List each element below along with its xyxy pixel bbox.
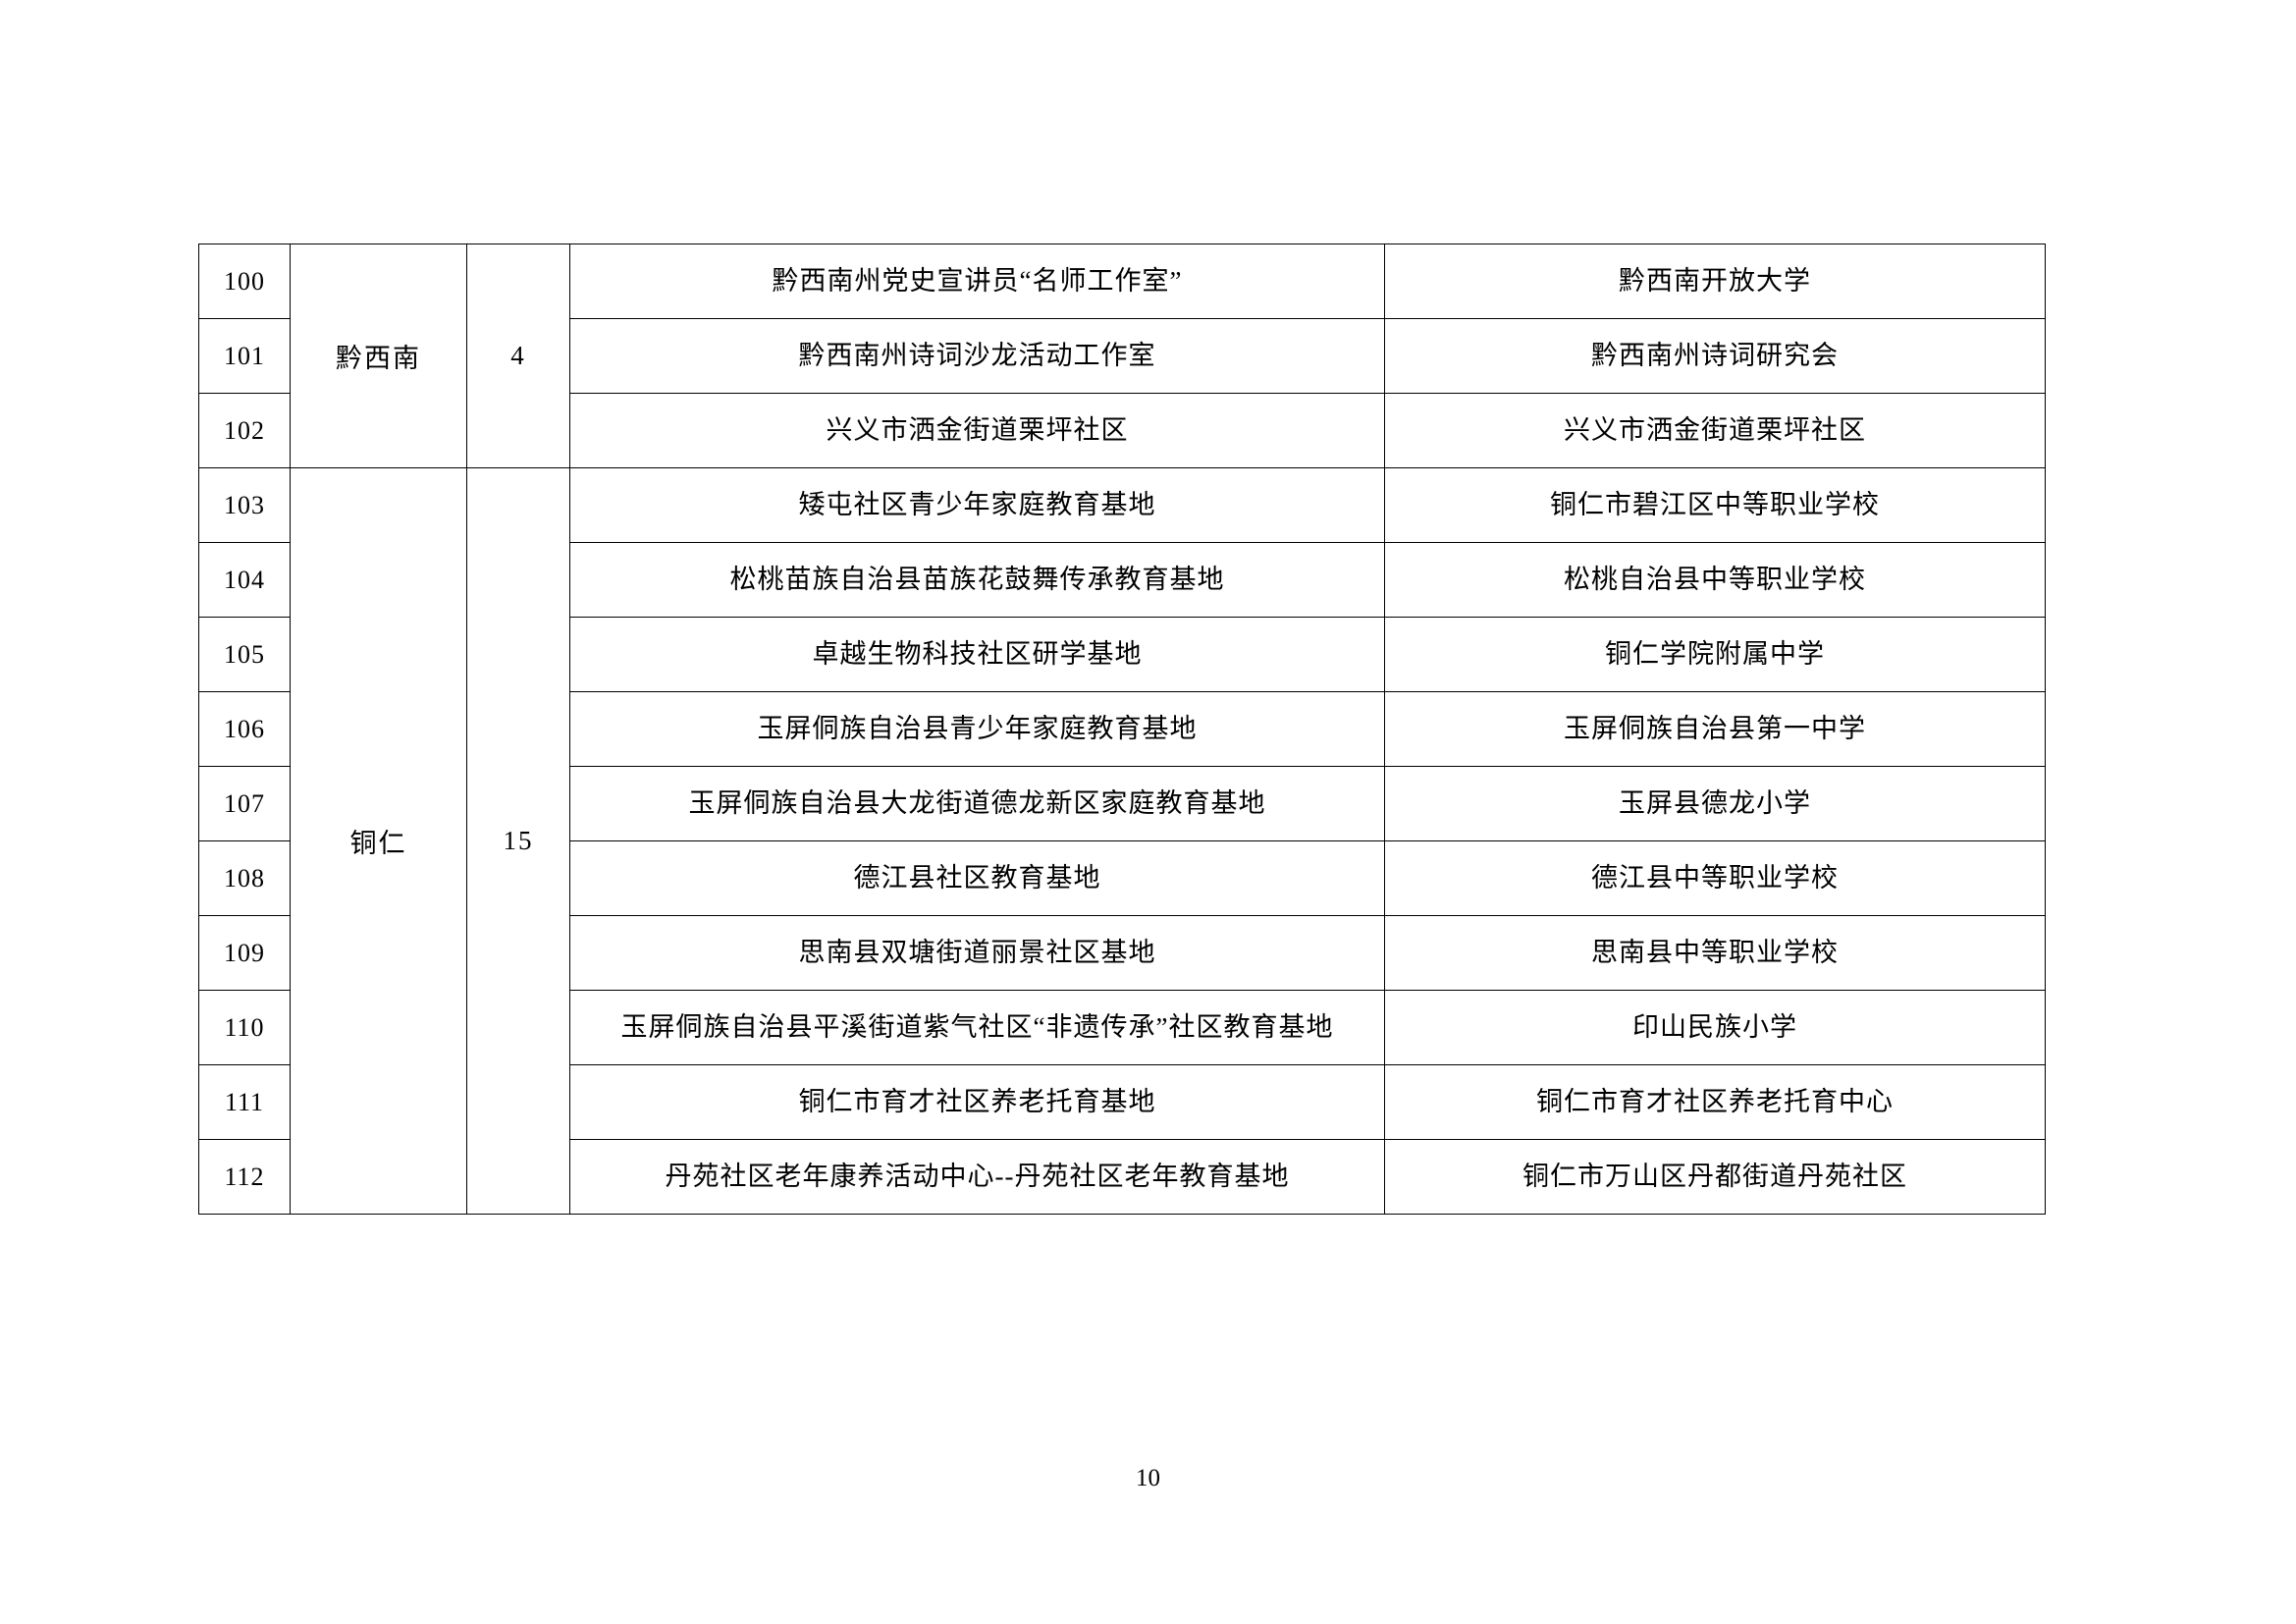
host-unit-cell: 黔西南开放大学 (1384, 244, 2046, 319)
table-row: 103 铜仁 15 矮屯社区青少年家庭教育基地 铜仁市碧江区中等职业学校 (198, 467, 2046, 1215)
row-number: 112 (198, 1139, 291, 1215)
row-number: 103 (198, 467, 291, 543)
host-unit-cell: 印山民族小学 (1384, 990, 2046, 1065)
host-unit-cell: 铜仁学院附属中学 (1384, 617, 2046, 692)
host-unit-cell: 玉屏侗族自治县第一中学 (1384, 691, 2046, 767)
base-name-cell: 铜仁市育才社区养老托育基地 (569, 1064, 1385, 1140)
base-name-cell: 卓越生物科技社区研学基地 (569, 617, 1385, 692)
host-unit-cell: 德江县中等职业学校 (1384, 840, 2046, 916)
row-number: 100 (198, 244, 291, 319)
host-unit-cell: 黔西南州诗词研究会 (1384, 318, 2046, 394)
row-number: 108 (198, 840, 291, 916)
table-row: 101 黔西南州诗词沙龙活动工作室 黔西南州诗词研究会 (198, 318, 2046, 394)
host-unit-cell: 思南县中等职业学校 (1384, 915, 2046, 991)
row-number: 102 (198, 393, 291, 468)
base-name-cell: 黔西南州诗词沙龙活动工作室 (569, 318, 1385, 394)
host-unit-cell: 铜仁市育才社区养老托育中心 (1384, 1064, 2046, 1140)
row-number: 109 (198, 915, 291, 991)
table-row: 104 松桃苗族自治县苗族花鼓舞传承教育基地 松桃自治县中等职业学校 (198, 542, 2046, 618)
city-count-cell: 4 (466, 244, 570, 468)
host-unit-cell: 铜仁市万山区丹都街道丹苑社区 (1384, 1139, 2046, 1215)
base-name-cell: 思南县双塘街道丽景社区基地 (569, 915, 1385, 991)
base-name-cell: 玉屏侗族自治县大龙街道德龙新区家庭教育基地 (569, 766, 1385, 841)
community-education-bases-table: 100 黔西南 4 黔西南州党史宣讲员“名师工作室” 黔西南开放大学 101 黔… (198, 244, 2046, 1215)
row-number: 104 (198, 542, 291, 618)
table-row: 110 玉屏侗族自治县平溪街道紫气社区“非遗传承”社区教育基地 印山民族小学 (198, 990, 2046, 1065)
row-number: 110 (198, 990, 291, 1065)
table-row: 109 思南县双塘街道丽景社区基地 思南县中等职业学校 (198, 915, 2046, 991)
base-name-cell: 玉屏侗族自治县青少年家庭教育基地 (569, 691, 1385, 767)
table-row: 108 德江县社区教育基地 德江县中等职业学校 (198, 840, 2046, 916)
row-number: 101 (198, 318, 291, 394)
base-name-cell: 松桃苗族自治县苗族花鼓舞传承教育基地 (569, 542, 1385, 618)
base-name-cell: 矮屯社区青少年家庭教育基地 (569, 467, 1385, 543)
city-count-cell: 15 (466, 467, 570, 1215)
city-cell: 黔西南 (290, 244, 467, 468)
table-row: 100 黔西南 4 黔西南州党史宣讲员“名师工作室” 黔西南开放大学 (198, 244, 2046, 468)
base-name-cell: 兴义市洒金街道栗坪社区 (569, 393, 1385, 468)
table-row: 112 丹苑社区老年康养活动中心--丹苑社区老年教育基地 铜仁市万山区丹都街道丹… (198, 1139, 2046, 1215)
host-unit-cell: 松桃自治县中等职业学校 (1384, 542, 2046, 618)
table-row: 105 卓越生物科技社区研学基地 铜仁学院附属中学 (198, 617, 2046, 692)
base-name-cell: 丹苑社区老年康养活动中心--丹苑社区老年教育基地 (569, 1139, 1385, 1215)
base-name-cell: 黔西南州党史宣讲员“名师工作室” (569, 244, 1385, 319)
table-row: 107 玉屏侗族自治县大龙街道德龙新区家庭教育基地 玉屏县德龙小学 (198, 766, 2046, 841)
page-number: 10 (1136, 1465, 1160, 1491)
city-cell: 铜仁 (290, 467, 467, 1215)
row-number: 105 (198, 617, 291, 692)
base-name-cell: 玉屏侗族自治县平溪街道紫气社区“非遗传承”社区教育基地 (569, 990, 1385, 1065)
host-unit-cell: 玉屏县德龙小学 (1384, 766, 2046, 841)
row-number: 107 (198, 766, 291, 841)
host-unit-cell: 铜仁市碧江区中等职业学校 (1384, 467, 2046, 543)
table-row: 106 玉屏侗族自治县青少年家庭教育基地 玉屏侗族自治县第一中学 (198, 691, 2046, 767)
base-name-cell: 德江县社区教育基地 (569, 840, 1385, 916)
row-number: 106 (198, 691, 291, 767)
row-number: 111 (198, 1064, 291, 1140)
host-unit-cell: 兴义市洒金街道栗坪社区 (1384, 393, 2046, 468)
